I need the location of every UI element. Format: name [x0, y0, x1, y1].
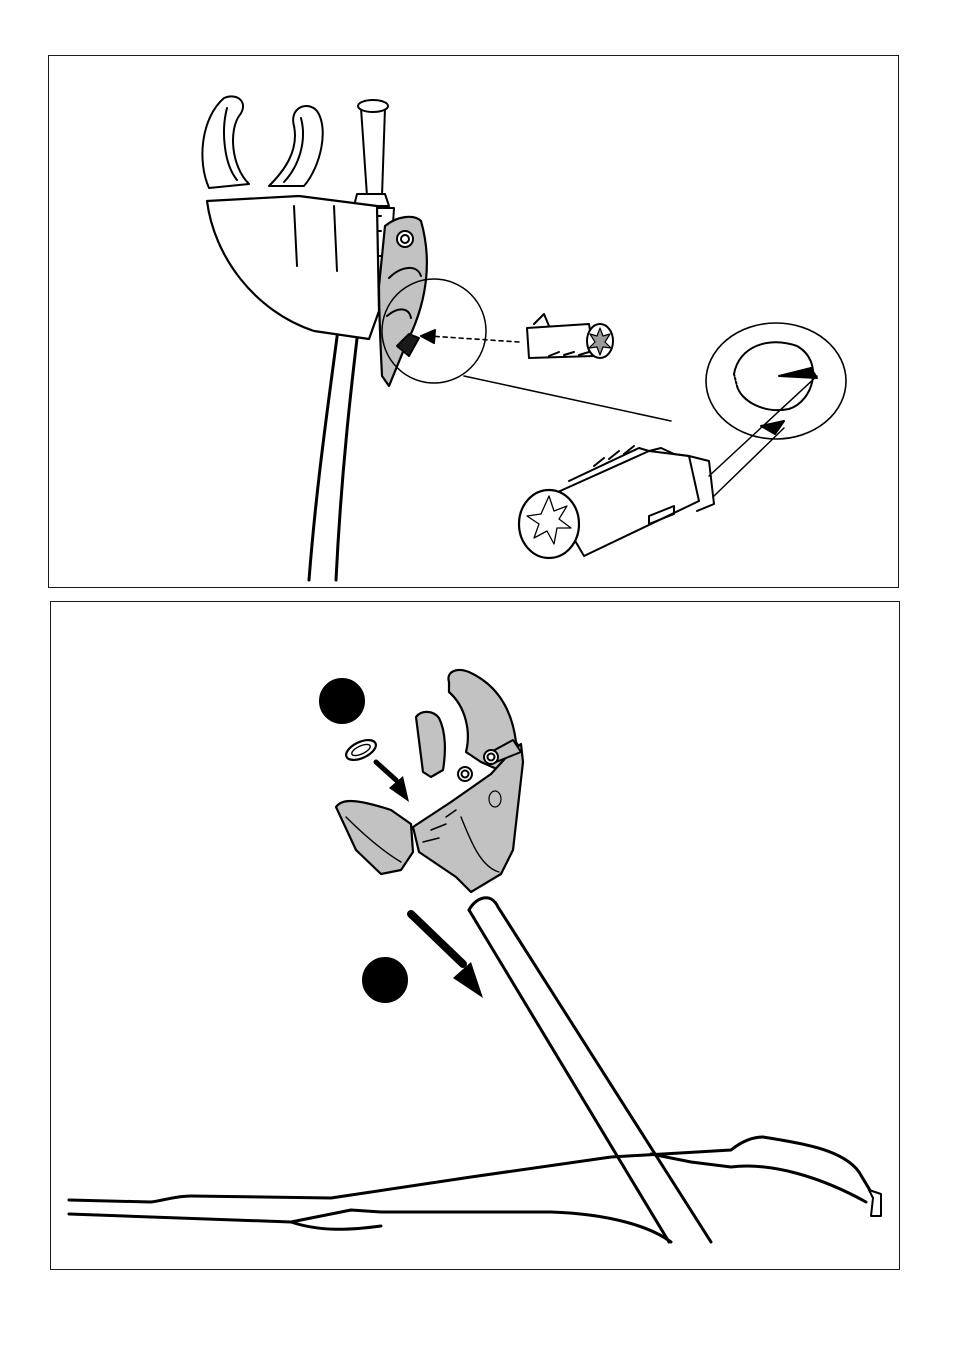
- step-marker-icon: [320, 679, 364, 723]
- frame-tube: [469, 898, 711, 1242]
- frame-bottom: [69, 1137, 881, 1242]
- arrow-icon: [376, 762, 409, 802]
- figure-lock-cylinder-insertion: [48, 55, 899, 588]
- figure-holder-mounting: [50, 601, 900, 1270]
- frame-tube: [309, 306, 361, 580]
- holder-lid: [336, 801, 413, 874]
- small-lock-cylinder: [527, 314, 613, 358]
- leader-line: [464, 376, 671, 421]
- key-disk-inset: [706, 323, 846, 439]
- dashed-arrow-icon: [421, 330, 519, 343]
- washer: [343, 736, 379, 764]
- arrow-icon: [411, 914, 483, 998]
- large-lock-cylinder: [519, 376, 817, 558]
- lock-housing: [379, 217, 427, 386]
- holder-mounting-illustration: [51, 602, 901, 1271]
- cradle-arms: [202, 96, 322, 188]
- lock-insertion-illustration: [49, 56, 900, 589]
- holder-clamp: [413, 670, 523, 892]
- step-marker-icon: [363, 958, 407, 1002]
- cradle-body: [207, 196, 379, 339]
